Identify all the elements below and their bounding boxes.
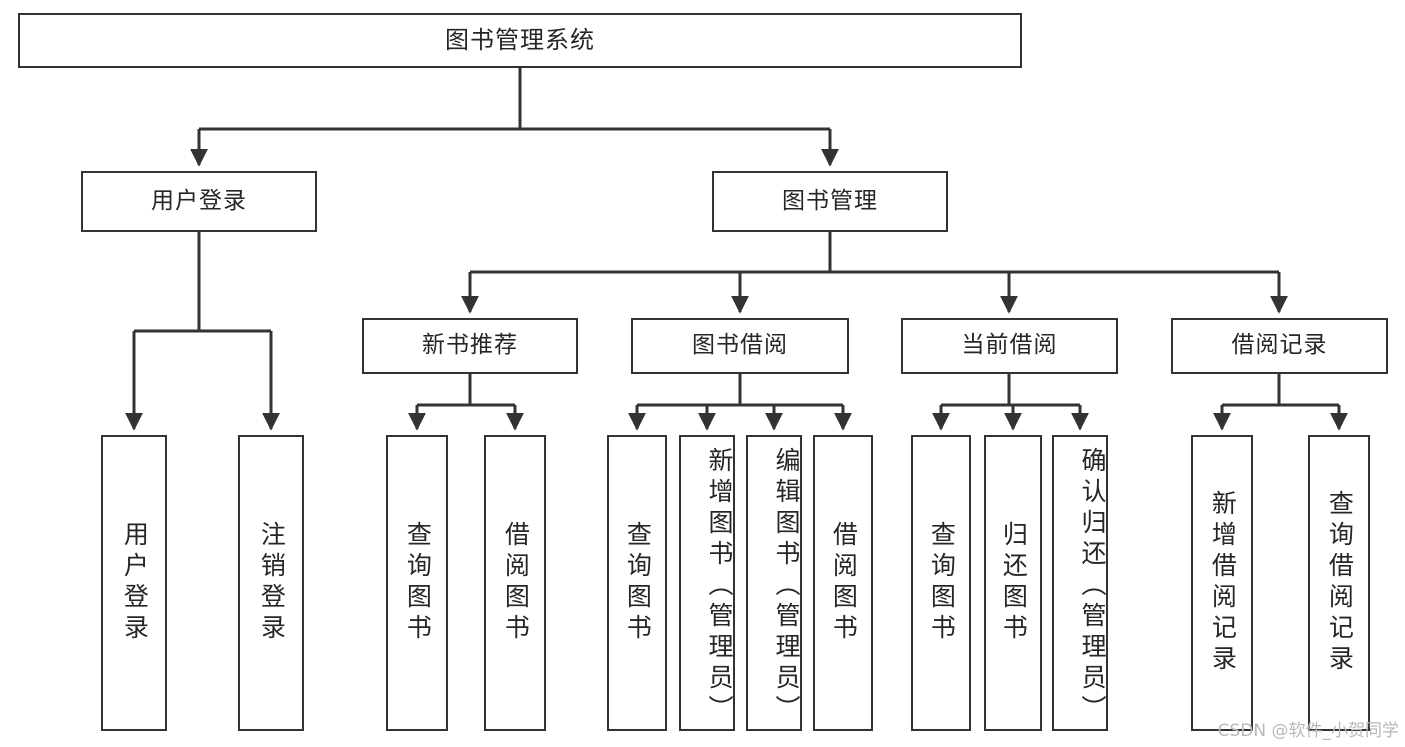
node-leaf-add-borrow-record-label: 新增借阅记录 <box>1208 490 1238 676</box>
node-leaf-borrow-book-1-label: 借阅图书 <box>501 521 531 645</box>
node-leaf-query-borrow-record[interactable]: 查询借阅记录 <box>1308 435 1370 731</box>
node-current-borrow[interactable]: 当前借阅 <box>901 318 1118 374</box>
node-leaf-user-login[interactable]: 用户登录 <box>101 435 167 731</box>
node-leaf-add-borrow-record[interactable]: 新增借阅记录 <box>1191 435 1253 731</box>
node-leaf-query-book-2-label: 查询图书 <box>623 521 653 645</box>
node-book-management[interactable]: 图书管理 <box>712 171 948 232</box>
node-current-borrow-label: 当前借阅 <box>961 332 1058 359</box>
node-user-login-label: 用户登录 <box>151 187 247 214</box>
node-borrow-record-label: 借阅记录 <box>1231 332 1328 359</box>
node-leaf-logout[interactable]: 注销登录 <box>238 435 304 731</box>
node-root-label: 图书管理系统 <box>445 26 595 55</box>
node-user-login[interactable]: 用户登录 <box>81 171 317 232</box>
node-leaf-confirm-return[interactable]: 确认归还（管理员） <box>1052 435 1108 731</box>
node-book-borrow[interactable]: 图书借阅 <box>631 318 849 374</box>
node-leaf-logout-label: 注销登录 <box>257 521 287 645</box>
node-new-book-recommend-label: 新书推荐 <box>422 332 518 359</box>
node-leaf-add-book-admin[interactable]: 新增图书（管理员） <box>679 435 735 731</box>
node-leaf-user-login-label: 用户登录 <box>120 521 150 645</box>
node-leaf-query-book-1[interactable]: 查询图书 <box>386 435 448 731</box>
node-leaf-query-borrow-record-label: 查询借阅记录 <box>1325 490 1355 676</box>
node-leaf-borrow-book-1[interactable]: 借阅图书 <box>484 435 546 731</box>
node-root[interactable]: 图书管理系统 <box>18 13 1022 68</box>
node-leaf-query-book-2[interactable]: 查询图书 <box>607 435 667 731</box>
node-leaf-borrow-book-2[interactable]: 借阅图书 <box>813 435 873 731</box>
node-leaf-return-book-label: 归还图书 <box>999 521 1029 645</box>
node-leaf-add-book-admin-label: 新增图书（管理员） <box>705 446 734 726</box>
node-new-book-recommend[interactable]: 新书推荐 <box>362 318 578 374</box>
node-leaf-query-book-3[interactable]: 查询图书 <box>911 435 971 731</box>
watermark: CSDN @软件_小贺同学 <box>1217 721 1399 741</box>
node-leaf-edit-book-admin-label: 编辑图书（管理员） <box>772 446 801 726</box>
node-book-management-label: 图书管理 <box>782 187 878 214</box>
node-book-borrow-label: 图书借阅 <box>692 332 788 359</box>
node-leaf-return-book[interactable]: 归还图书 <box>984 435 1042 731</box>
node-leaf-confirm-return-label: 确认归还（管理员） <box>1078 446 1107 726</box>
node-leaf-edit-book-admin[interactable]: 编辑图书（管理员） <box>746 435 802 731</box>
node-leaf-query-book-1-label: 查询图书 <box>403 521 433 645</box>
node-borrow-record[interactable]: 借阅记录 <box>1171 318 1388 374</box>
node-leaf-query-book-3-label: 查询图书 <box>927 521 957 645</box>
node-leaf-borrow-book-2-label: 借阅图书 <box>829 521 859 645</box>
